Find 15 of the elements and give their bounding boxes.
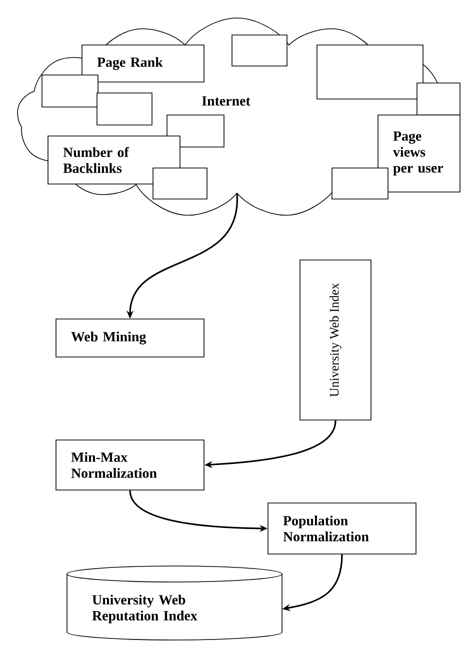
- empty-box: [96, 92, 152, 126]
- database-cylinder: University Web Reputation Index: [66, 566, 282, 640]
- cloud-label: Internet: [202, 96, 250, 106]
- empty-box: [416, 82, 460, 116]
- empty-box: [42, 74, 98, 108]
- empty-box: [166, 114, 224, 148]
- empty-box: [316, 44, 424, 100]
- empty-box: [332, 168, 388, 200]
- process-box: Population Normalization: [268, 502, 416, 554]
- empty-box: [152, 168, 208, 200]
- text-box: Page Rank: [82, 44, 204, 82]
- process-box: University Web Index: [300, 260, 372, 420]
- process-box: Web Mining: [56, 318, 204, 358]
- empty-box: [232, 34, 288, 66]
- process-box: Min-Max Normalization: [56, 440, 204, 490]
